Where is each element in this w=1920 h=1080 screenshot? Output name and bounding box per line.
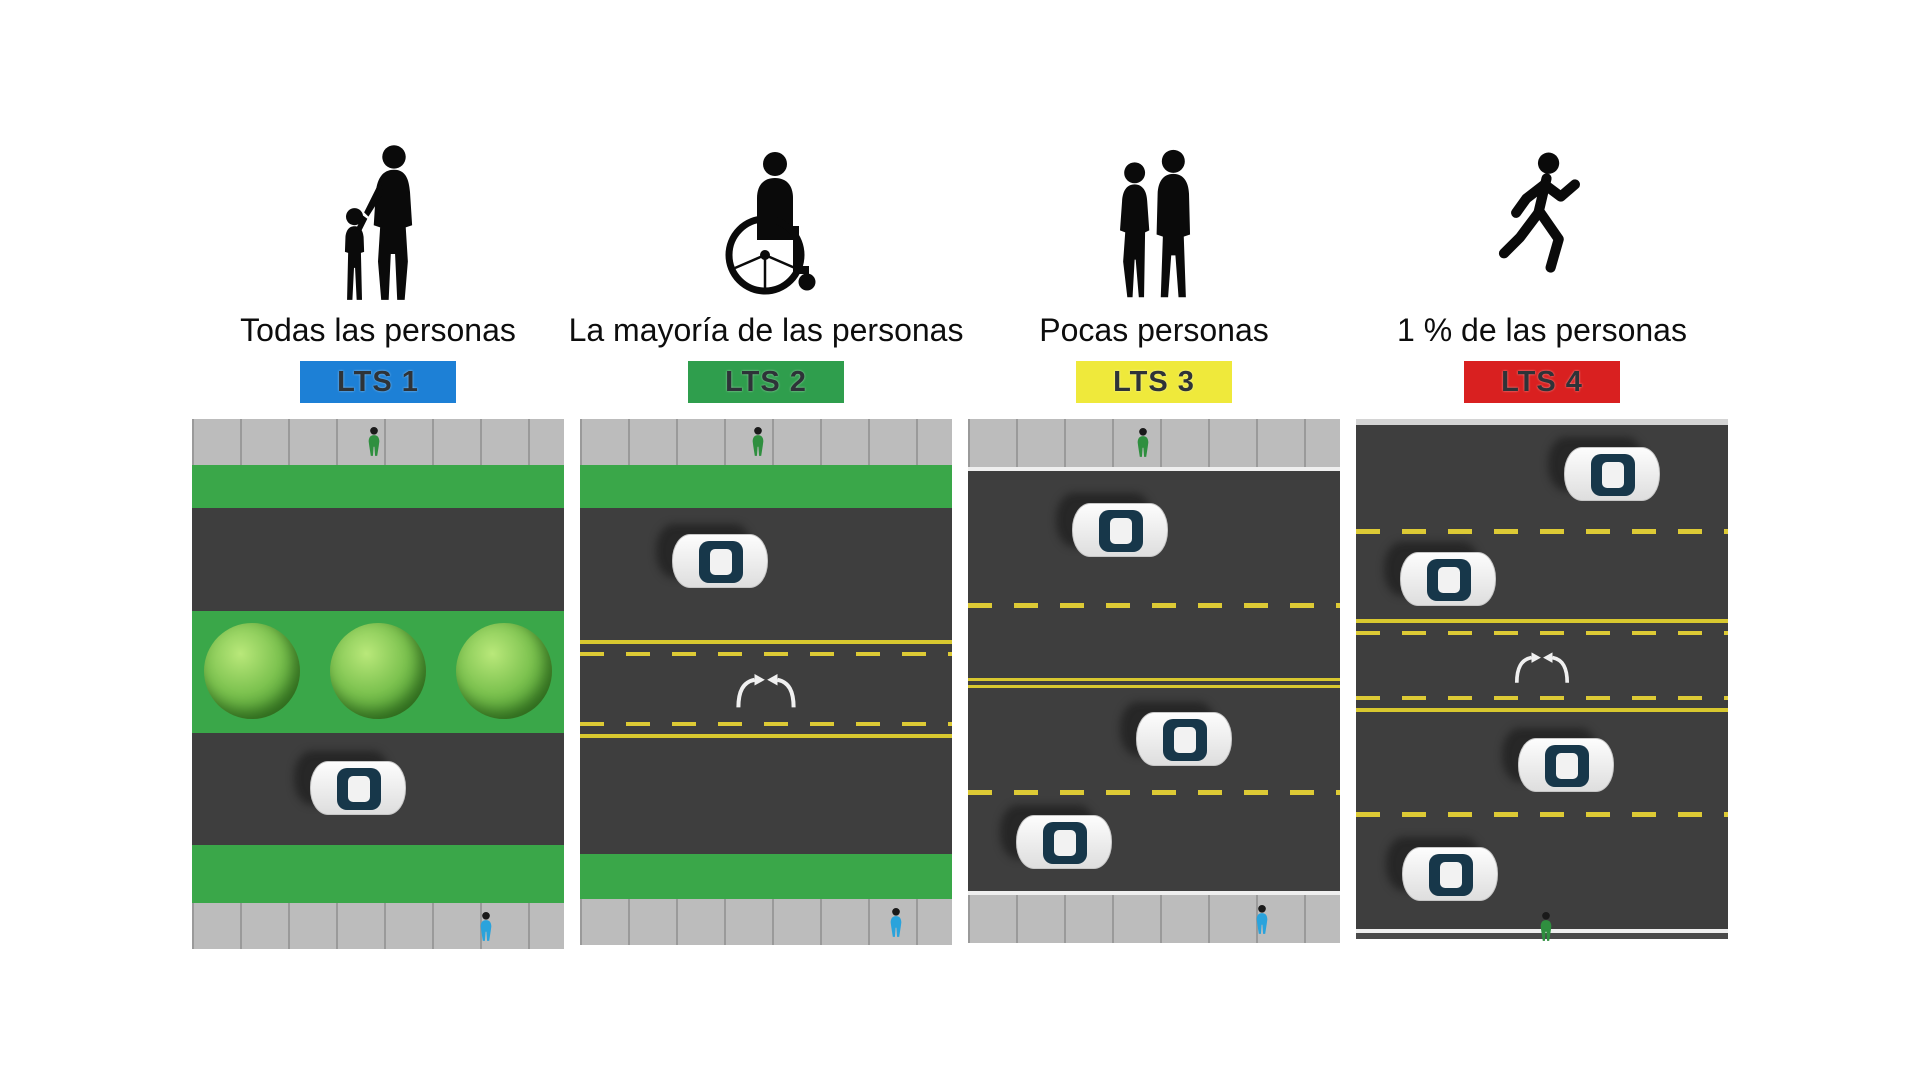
center-turn-lane [1356, 623, 1728, 708]
couple-walking-icon [1097, 130, 1212, 302]
lts-badge: LTS 2 [688, 361, 844, 403]
road-lane [968, 471, 1340, 603]
bike-lane-green [192, 845, 564, 903]
pedestrian-icon [885, 907, 907, 939]
audience-caption: 1 % de las personas [1397, 312, 1687, 348]
lts-column-1: Todas las personas LTS 1 [192, 130, 564, 949]
lane-divider-dashed [1356, 631, 1728, 635]
street-diagram-lts3 [968, 419, 1340, 949]
tree-icon [204, 623, 300, 719]
car-top-view [310, 761, 406, 815]
cyclist-icon [363, 426, 385, 458]
lts-badge: LTS 3 [1076, 361, 1232, 403]
car-top-view [1518, 738, 1614, 792]
lts-column-4: 1 % de las personas LTS 4 [1356, 130, 1728, 949]
lts-badge: LTS 4 [1464, 361, 1620, 403]
car-top-view [672, 534, 768, 588]
runner-icon [1498, 152, 1580, 273]
street-diagram-lts1 [192, 419, 564, 949]
car-top-view [1400, 552, 1496, 606]
lane-divider-dashed [580, 652, 952, 656]
audience-caption: Todas las personas [240, 312, 516, 348]
center-turn-lane [580, 644, 952, 734]
wheelchair-user-icon [701, 130, 831, 302]
sidewalk [192, 903, 564, 949]
road-lane [968, 608, 1340, 678]
mother-and-child-icon [318, 130, 438, 302]
road-lane [192, 508, 564, 611]
sidewalk [192, 419, 564, 465]
runner-icon [1490, 130, 1595, 302]
cyclist-icon [747, 426, 769, 458]
sidewalk [968, 419, 1340, 467]
road-lane [968, 795, 1340, 891]
road-lane [1356, 425, 1728, 529]
road-lane [1356, 817, 1728, 941]
wheelchair-user-icon [725, 152, 816, 295]
cyclist-icon [1132, 427, 1154, 459]
car-top-view [1564, 447, 1660, 501]
pedestrian-icon [475, 911, 497, 943]
turn-arrows-icon [736, 674, 796, 708]
center-double-yellow-line [968, 678, 1340, 688]
pedestrian-icon [1535, 911, 1557, 943]
audience-caption: Pocas personas [1039, 312, 1269, 348]
sidewalk [968, 895, 1340, 943]
lts-badge: LTS 1 [300, 361, 456, 403]
lane-divider-dashed [968, 790, 1340, 795]
road-edge-line [968, 467, 1340, 471]
street-diagram-lts2 [580, 419, 952, 949]
road-lane [1356, 534, 1728, 619]
tree-icon [456, 623, 552, 719]
street-diagram-lts4 [1356, 419, 1728, 949]
lts-column-2: La mayoría de las personas LTS 2 [569, 130, 963, 949]
road-lane [580, 508, 952, 640]
road-lane [192, 733, 564, 845]
audience-caption: La mayoría de las personas [568, 312, 964, 348]
sidewalk [580, 899, 952, 945]
road-lane [580, 738, 952, 854]
bike-lane-green [580, 854, 952, 899]
lane-divider-dashed [1356, 812, 1728, 817]
lane-divider-dashed [1356, 529, 1728, 534]
car-top-view [1016, 815, 1112, 869]
lts-diagram: Todas las personas LTS 1 [192, 130, 1728, 949]
lane-divider-dashed [580, 722, 952, 726]
tree-icon [330, 623, 426, 719]
lane-divider-solid [580, 734, 952, 738]
sidewalk [580, 419, 952, 465]
lts-column-3: Pocas personas LTS 3 [968, 130, 1340, 949]
bike-lane-green [192, 465, 564, 508]
mother-and-child-icon [344, 145, 413, 300]
median-with-trees [192, 611, 564, 733]
lane-divider-dashed [1356, 696, 1728, 700]
road-lane [1356, 712, 1728, 812]
road-edge-line [968, 891, 1340, 895]
car-top-view [1072, 503, 1168, 557]
road-edge [1356, 419, 1728, 425]
car-top-view [1402, 847, 1498, 901]
bike-lane-green [580, 465, 952, 508]
lane-divider-solid [1356, 708, 1728, 712]
lane-divider-solid [1356, 619, 1728, 623]
lane-divider-solid [580, 640, 952, 644]
car-top-view [1136, 712, 1232, 766]
turn-arrows-icon [1514, 651, 1570, 683]
lane-divider-dashed [968, 603, 1340, 608]
couple-walking-icon [1119, 149, 1190, 298]
pedestrian-icon [1251, 904, 1273, 936]
road-lane [968, 688, 1340, 790]
